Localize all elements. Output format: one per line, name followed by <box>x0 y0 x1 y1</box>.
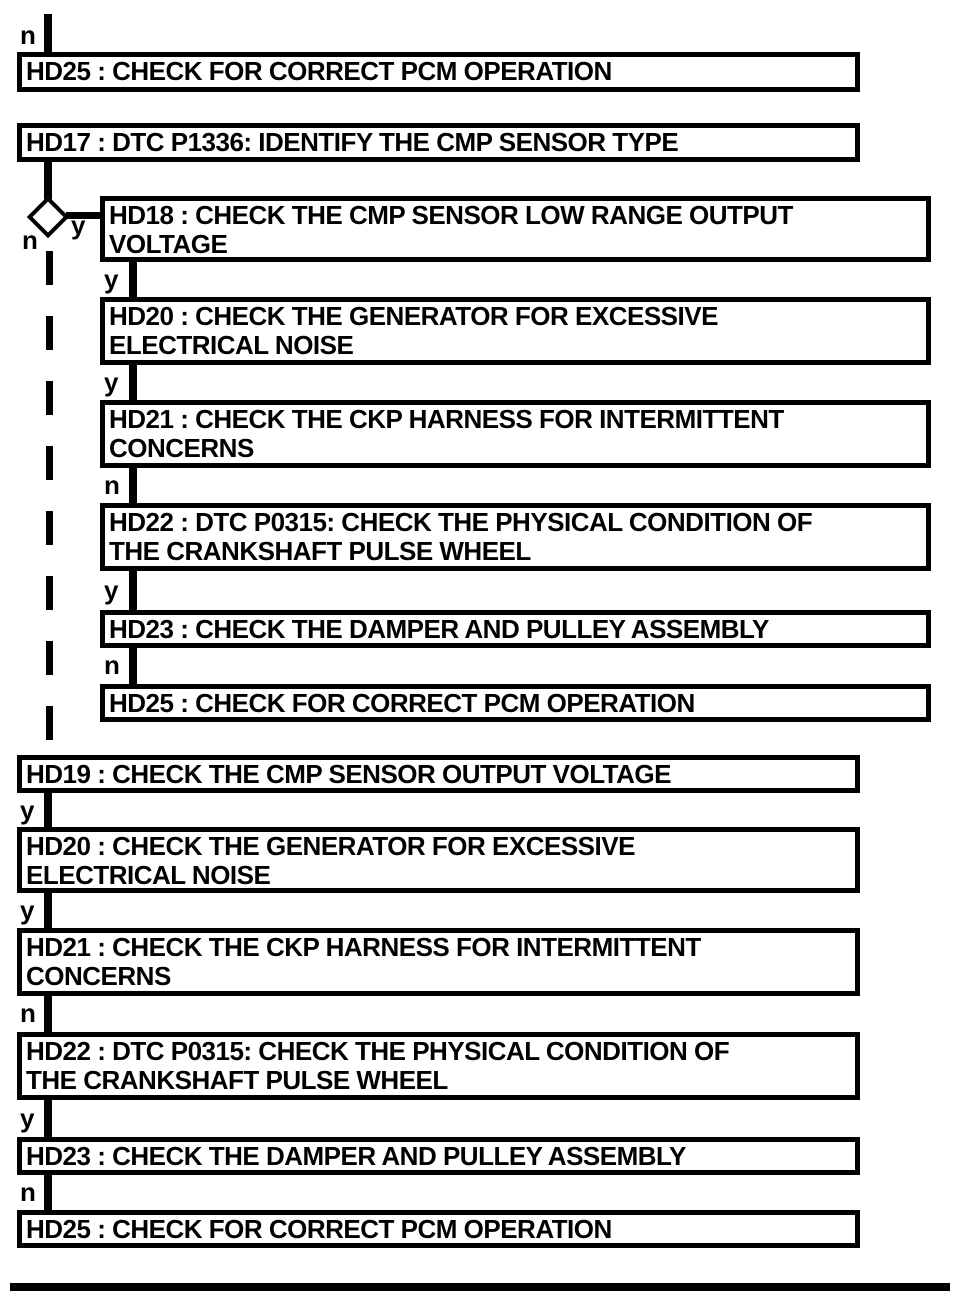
connector-no-trunk-dashed <box>46 251 53 755</box>
flow-node-hd25-top[interactable]: HD25 : CHECK FOR CORRECT PCM OPERATION <box>17 52 860 92</box>
branch-label-yes: y <box>71 210 85 240</box>
branch-label: n <box>104 470 120 500</box>
connector-hd20-hd21 <box>129 365 137 400</box>
flow-node-hd17[interactable]: HD17 : DTC P1336: IDENTIFY THE CMP SENSO… <box>17 123 860 162</box>
flow-node-hd22-main[interactable]: HD22 : DTC P0315: CHECK THE PHYSICAL CON… <box>17 1032 860 1100</box>
connector-entry-line <box>44 14 52 52</box>
flow-node-hd22-indent[interactable]: HD22 : DTC P0315: CHECK THE PHYSICAL CON… <box>100 503 931 571</box>
bottom-divider <box>10 1283 950 1291</box>
connector-hd17-decision <box>44 162 52 203</box>
connector-hd21-hd22-main <box>44 996 52 1032</box>
flow-node-hd21-indent[interactable]: HD21 : CHECK THE CKP HARNESS FOR INTERMI… <box>100 400 931 468</box>
connector-hd23-hd25-main <box>44 1175 52 1210</box>
flow-node-hd19[interactable]: HD19 : CHECK THE CMP SENSOR OUTPUT VOLTA… <box>17 755 860 793</box>
branch-label: y <box>104 264 118 294</box>
branch-label: n <box>20 998 36 1028</box>
branch-label: n <box>104 650 120 680</box>
connector-hd19-hd20 <box>44 793 52 827</box>
branch-label: n <box>20 1177 36 1207</box>
connector-hd23-hd25 <box>129 648 137 684</box>
flow-node-hd23-main[interactable]: HD23 : CHECK THE DAMPER AND PULLEY ASSEM… <box>17 1137 860 1175</box>
flow-node-hd23-indent[interactable]: HD23 : CHECK THE DAMPER AND PULLEY ASSEM… <box>100 610 931 648</box>
flow-node-hd18[interactable]: HD18 : CHECK THE CMP SENSOR LOW RANGE OU… <box>100 196 931 262</box>
flow-node-hd20-main[interactable]: HD20 : CHECK THE GENERATOR FOR EXCESSIVE… <box>17 827 860 893</box>
flow-node-hd20-indent[interactable]: HD20 : CHECK THE GENERATOR FOR EXCESSIVE… <box>100 297 931 365</box>
branch-label-no: n <box>22 225 38 255</box>
flow-node-hd25-indent[interactable]: HD25 : CHECK FOR CORRECT PCM OPERATION <box>100 684 931 722</box>
branch-label: y <box>20 1103 34 1133</box>
branch-label: y <box>20 795 34 825</box>
branch-label: n <box>20 20 36 50</box>
connector-decision-yes-line <box>66 212 102 219</box>
branch-label: y <box>104 367 118 397</box>
flow-node-hd21-main[interactable]: HD21 : CHECK THE CKP HARNESS FOR INTERMI… <box>17 928 860 996</box>
branch-label: y <box>20 895 34 925</box>
connector-hd18-hd20 <box>129 262 137 297</box>
connector-hd22-hd23-main <box>44 1100 52 1137</box>
flow-node-hd25-bottom[interactable]: HD25 : CHECK FOR CORRECT PCM OPERATION <box>17 1210 860 1248</box>
connector-hd20-hd21-main <box>44 893 52 928</box>
branch-label: y <box>104 575 118 605</box>
connector-hd22-hd23 <box>129 571 137 610</box>
connector-hd21-hd22 <box>129 468 137 503</box>
